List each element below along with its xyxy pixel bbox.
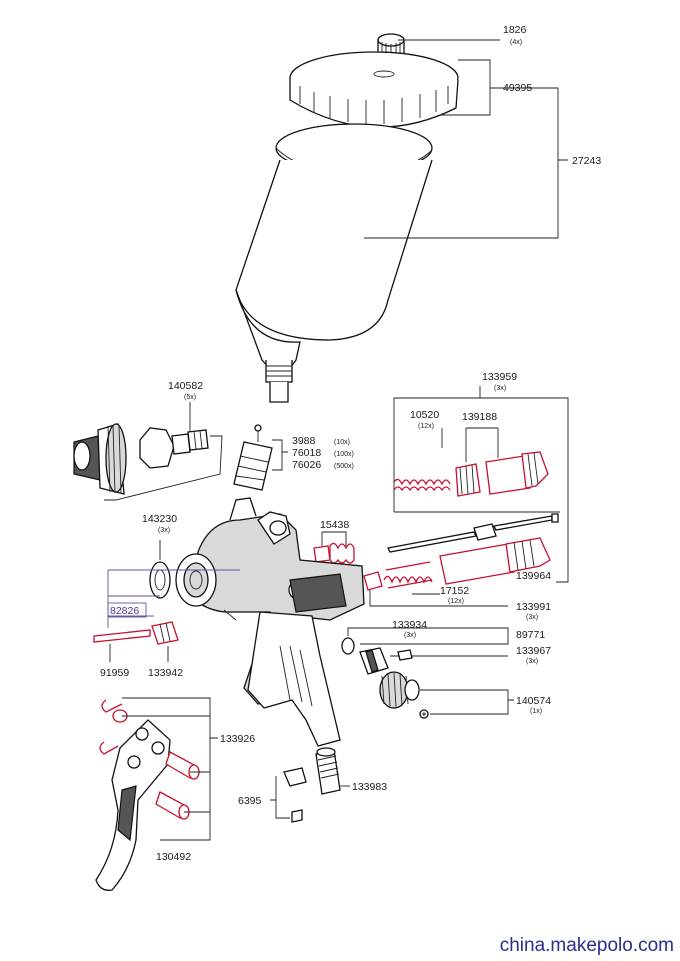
- label-140582: 140582 (5x): [168, 380, 203, 401]
- label-139188: 139188: [462, 411, 497, 423]
- label-133934: 133934 (3x): [392, 619, 427, 639]
- air-cap: [73, 423, 127, 495]
- cup-lid: [289, 51, 459, 128]
- part-qty: (12x): [448, 598, 464, 605]
- screw-133967: [397, 649, 413, 661]
- part-qty: (3x): [404, 632, 416, 639]
- spring-17152: [383, 561, 433, 589]
- label-89771: 89771: [516, 629, 545, 641]
- part-qty: (500x): [334, 463, 354, 470]
- label-strainer-set: 3988 (10x) 76018 (100x) 76026 (500x): [292, 435, 354, 471]
- air-valve-parts-15438: [313, 542, 355, 564]
- part-number: 133934: [392, 619, 427, 631]
- label-91959: 91959: [100, 667, 129, 679]
- part-qty: (12x): [418, 423, 434, 430]
- part-qty: (5x): [184, 394, 196, 401]
- cup-body: [235, 123, 433, 403]
- label-133991: 133991 (3x): [516, 601, 551, 621]
- gun-body: [175, 497, 365, 747]
- part-qty: (3x): [494, 385, 506, 392]
- part-number: 143230: [142, 513, 177, 525]
- part-number: 76026: [292, 459, 321, 471]
- spring-pilot-139188: [455, 451, 549, 497]
- clips-133926: [99, 699, 128, 755]
- label-6395: 6395: [238, 795, 262, 807]
- part-number: 76018: [292, 447, 321, 459]
- part-qty: (3x): [526, 658, 538, 665]
- part-number: 17152: [440, 585, 469, 597]
- trigger-130492: [95, 719, 171, 891]
- part-number: 133959: [482, 371, 517, 383]
- retaining-ring-143230: [149, 561, 171, 599]
- label-133959: 133959 (3x): [482, 371, 517, 392]
- part-number: 3988: [292, 435, 316, 447]
- label-133983: 133983: [352, 781, 387, 793]
- nozzle: [139, 427, 209, 469]
- air-valve-89771: [359, 647, 389, 675]
- label-27243: 27243: [572, 155, 601, 167]
- label-140574: 140574 (1x): [516, 695, 551, 715]
- watermark-text: china.makepolo.com: [499, 935, 674, 956]
- part-qty: (10x): [334, 439, 350, 446]
- pin-91959: [93, 629, 151, 643]
- part-qty: (100x): [334, 451, 354, 458]
- part-number: 10520: [410, 409, 439, 421]
- part-number: 140582: [168, 380, 203, 392]
- part-qty: (3x): [526, 614, 538, 621]
- strainer: [233, 424, 273, 491]
- label-133967: 133967 (3x): [516, 645, 551, 665]
- part-number: 140574: [516, 695, 551, 707]
- label-130492: 130492: [156, 851, 191, 863]
- label-1826: 1826 (4x): [503, 24, 527, 46]
- part-number: 1826: [503, 24, 527, 36]
- part-number: 133991: [516, 601, 551, 613]
- label-15438: 15438: [320, 519, 349, 531]
- label-133942: 133942: [148, 667, 183, 679]
- hook-6395: [283, 767, 307, 823]
- part-qty: (3x): [158, 527, 170, 534]
- part-qty: (1x): [530, 708, 542, 715]
- label-10520: 10520 (12x): [410, 409, 439, 430]
- o-ring-133934: [341, 637, 355, 655]
- micrometer-140574: [379, 671, 429, 719]
- label-139964: 139964: [516, 570, 551, 582]
- fluid-needle: [387, 513, 559, 553]
- part-number: 133967: [516, 645, 551, 657]
- air-valve-stem-133983: [315, 747, 341, 795]
- part-qty: (4x): [510, 39, 522, 46]
- packing-133991: [363, 571, 383, 591]
- label-17152: 17152 (12x): [440, 585, 469, 605]
- label-82826: 82826: [110, 605, 139, 617]
- label-143230: 143230 (3x): [142, 513, 177, 534]
- needle-adjuster-139964: [439, 537, 551, 585]
- label-133926: 133926: [220, 733, 255, 745]
- label-49395: 49395: [503, 82, 532, 94]
- bushing-133942: [151, 621, 179, 645]
- spring-10520: [393, 478, 451, 492]
- trigger-pins: [155, 751, 200, 820]
